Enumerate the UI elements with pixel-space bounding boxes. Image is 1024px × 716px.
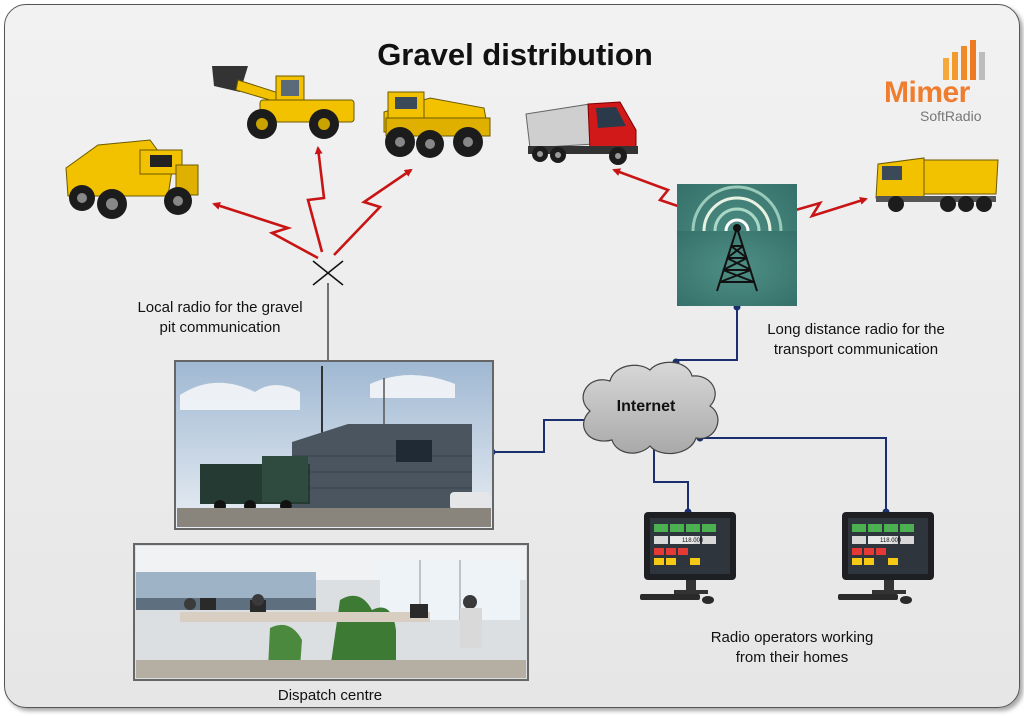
local-radio-label-line: pit communication [159,319,281,336]
link-internet-to-operator-2 [700,437,887,512]
mining-dump-truck-icon [383,91,491,158]
radio-link-mining-truck [333,168,413,256]
link-internet-to-operator-1 [653,446,689,512]
operator-screen-readout: 118.000 [682,538,704,544]
operators-label: Radio operators working from their homes [682,628,902,668]
local-radio-label-line: Local radio for the gravel [137,299,303,316]
mimer-logo-icon [943,40,985,80]
operators-label-line: Radio operators working [710,629,874,646]
dispatch-centre-label: Dispatch centre [277,687,383,704]
local-antenna-icon [312,260,344,286]
operators-label-line: from their homes [735,649,849,666]
operator-computer-icon: 118.000 118.000 [640,512,934,604]
operator-screen-readout: 118.000 [880,538,902,544]
wheel-loader-icon [212,66,355,139]
long-distance-label: Long distance radio for the transport co… [738,320,974,360]
red-tipper-truck-icon [525,101,638,165]
articulated-dump-truck-icon [65,139,199,219]
long-distance-label-line: Long distance radio for the [767,321,945,338]
internet-label: Internet [617,398,676,415]
yellow-tipper-truck-icon [875,157,999,212]
logo-wordmark: Mimer [884,76,970,109]
internet-cloud-icon [582,361,719,455]
long-distance-label-line: transport communication [773,341,939,358]
local-radio-label: Local radio for the gravel pit communica… [110,298,330,338]
radio-tower-icon [677,184,797,306]
logo-subtitle: SoftRadio [920,108,982,124]
dispatch-building-photo [174,360,494,530]
link-tower-to-internet [675,307,738,370]
dispatch-office-photo [133,543,529,681]
diagram-title: Gravel distribution [377,37,653,72]
radio-link-articulated-truck [212,202,319,260]
radio-link-wheel-loader [306,146,326,253]
link-building-to-internet [492,419,594,453]
